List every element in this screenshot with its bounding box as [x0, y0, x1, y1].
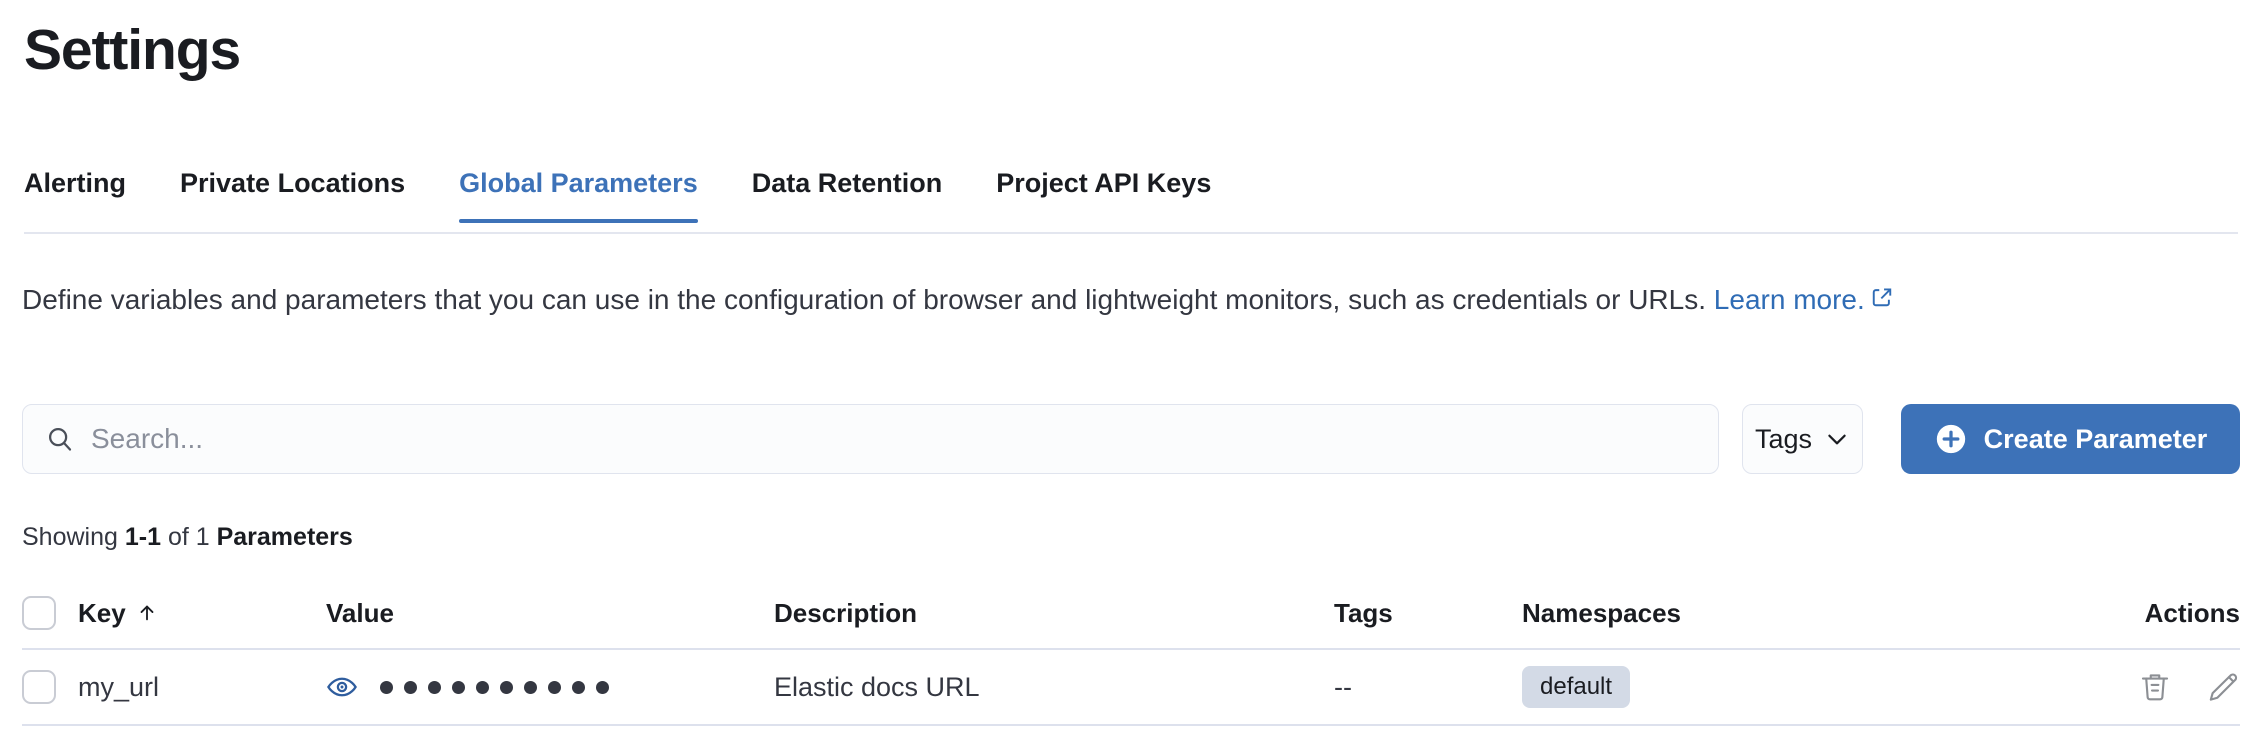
column-header-namespaces-label: Namespaces	[1522, 597, 1681, 628]
column-header-tags[interactable]: Tags	[1334, 598, 1522, 629]
table-header-row: Key Value Description Tags Namespaces Ac…	[22, 578, 2240, 650]
toolbar: Tags Create Parameter	[22, 404, 2240, 474]
results-count: Showing 1-1 of 1 Parameters	[22, 523, 353, 552]
description-text: Define variables and parameters that you…	[22, 284, 1714, 315]
results-middle: of 1	[161, 523, 217, 551]
cell-namespaces: default	[1522, 666, 2050, 708]
edit-icon[interactable]	[2206, 670, 2240, 704]
search-box[interactable]	[22, 404, 1719, 474]
eye-icon[interactable]	[326, 671, 358, 703]
search-input[interactable]	[91, 423, 1718, 455]
row-select-cell	[22, 670, 78, 704]
tab-data-retention[interactable]: Data Retention	[751, 168, 943, 198]
parameters-table: Key Value Description Tags Namespaces Ac…	[22, 578, 2240, 726]
column-header-actions: Actions	[2050, 598, 2240, 629]
create-parameter-button[interactable]: Create Parameter	[1901, 404, 2240, 474]
results-entity: Parameters	[216, 523, 353, 551]
namespace-badge: default	[1522, 666, 1631, 708]
cell-description: Elastic docs URL	[774, 671, 980, 702]
create-parameter-label: Create Parameter	[1983, 423, 2208, 454]
select-all-checkbox[interactable]	[22, 596, 56, 630]
settings-tabs: Alerting Private Locations Global Parame…	[24, 160, 2238, 234]
table-row: my_url Elastic docs URL -- default	[22, 650, 2240, 726]
column-header-key-label: Key	[78, 597, 126, 628]
delete-icon[interactable]	[2138, 670, 2172, 704]
cell-key: my_url	[78, 671, 160, 702]
page-description: Define variables and parameters that you…	[22, 274, 2222, 325]
cell-tags: --	[1334, 671, 1352, 702]
results-range: 1-1	[124, 523, 161, 551]
chevron-down-icon	[1824, 426, 1850, 452]
row-select-checkbox[interactable]	[22, 670, 56, 704]
results-prefix: Showing	[22, 523, 125, 551]
column-header-value-label: Value	[326, 597, 394, 628]
tab-alerting[interactable]: Alerting	[24, 168, 127, 198]
tab-private-locations[interactable]: Private Locations	[180, 168, 406, 198]
learn-more-link[interactable]: Learn more.	[1713, 284, 1865, 315]
tab-project-api-keys[interactable]: Project API Keys	[996, 168, 1212, 198]
tags-filter-button[interactable]: Tags	[1742, 404, 1863, 474]
sort-arrow-up-icon	[136, 602, 158, 624]
page-title: Settings	[24, 18, 241, 82]
column-header-description[interactable]: Description	[774, 598, 1334, 629]
search-icon	[45, 424, 75, 454]
column-header-actions-label: Actions	[2144, 597, 2240, 628]
column-header-key[interactable]: Key	[78, 598, 326, 629]
cell-actions	[2050, 670, 2240, 704]
column-header-tags-label: Tags	[1334, 597, 1393, 628]
select-all-cell	[22, 596, 78, 630]
column-header-description-label: Description	[774, 597, 918, 628]
external-link-icon	[1871, 274, 1893, 324]
tags-filter-label: Tags	[1754, 423, 1813, 454]
masked-value-dots	[380, 680, 609, 694]
plus-circle-icon	[1934, 422, 1968, 456]
tab-global-parameters[interactable]: Global Parameters	[459, 160, 698, 223]
column-header-namespaces[interactable]: Namespaces	[1522, 598, 2050, 629]
column-header-value[interactable]: Value	[326, 598, 774, 629]
cell-value	[326, 671, 774, 703]
